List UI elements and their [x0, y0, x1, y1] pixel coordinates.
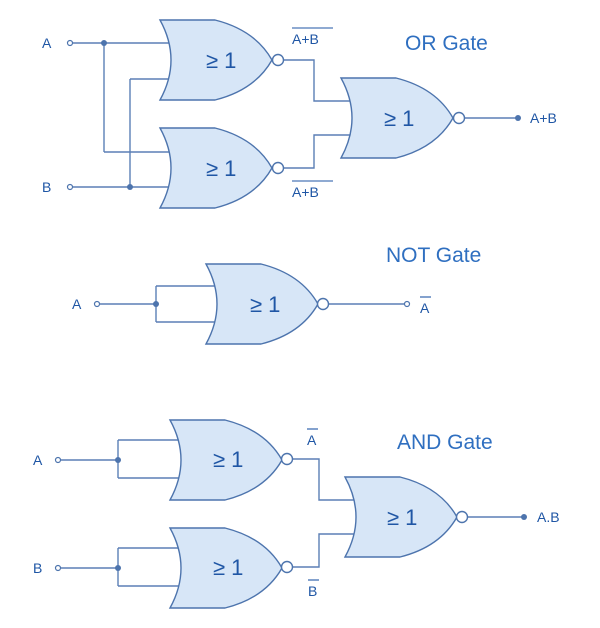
not-junction [153, 301, 159, 307]
and-gate-section: AND Gate A B ≥ 1 A [33, 419, 560, 609]
and-top-gate-symbol: ≥ 1 [213, 447, 243, 472]
and-input-a-terminal [54, 456, 62, 464]
and-input-b-label: B [33, 560, 42, 576]
and-bottom-nor-gate: ≥ 1 [169, 527, 294, 609]
or-bottom-output-label: A+B [292, 184, 319, 200]
not-gate-symbol: ≥ 1 [250, 292, 280, 317]
or-input-b-label: B [42, 179, 51, 195]
or-output-terminal [515, 115, 521, 121]
and-output-gate-symbol: ≥ 1 [387, 505, 417, 530]
not-output-label: A [420, 300, 430, 316]
or-output-label: A+B [530, 110, 557, 126]
or-top-gate-symbol: ≥ 1 [206, 48, 236, 73]
and-gate-title: AND Gate [397, 431, 493, 454]
or-wires [73, 42, 518, 188]
or-input-b-terminal [66, 183, 74, 191]
or-junction-a [101, 40, 107, 46]
and-top-output-label: A [307, 432, 317, 448]
or-junction-b [127, 184, 133, 190]
not-gate-section: NOT Gate A ≥ 1 A [72, 244, 481, 345]
or-output-gate-symbol: ≥ 1 [384, 106, 414, 131]
not-nor-gate: ≥ 1 [205, 263, 330, 345]
or-gate-section: OR Gate A B ≥ 1 A+B [42, 19, 557, 209]
and-bottom-output-label: B [308, 583, 317, 599]
or-input-a-label: A [42, 35, 52, 51]
or-bottom-gate-symbol: ≥ 1 [206, 156, 236, 181]
not-output-terminal [403, 300, 411, 308]
not-gate-title: NOT Gate [386, 244, 481, 267]
or-bottom-nor-gate: ≥ 1 [159, 127, 285, 209]
or-output-nor-gate: ≥ 1 [340, 77, 466, 159]
or-top-nor-gate: ≥ 1 [159, 19, 285, 101]
and-output-nor-gate: ≥ 1 [344, 476, 469, 558]
and-input-a-label: A [33, 452, 43, 468]
and-top-nor-gate: ≥ 1 [169, 419, 294, 501]
not-input-a-terminal [93, 300, 101, 308]
and-junction-a [115, 457, 121, 463]
and-wires [61, 439, 524, 587]
and-output-label: A.B [537, 509, 560, 525]
or-top-output-label: A+B [292, 31, 319, 47]
and-junction-b [115, 565, 121, 571]
and-input-b-terminal [54, 564, 62, 572]
or-input-a-terminal [66, 39, 74, 47]
not-input-a-label: A [72, 296, 82, 312]
and-bottom-gate-symbol: ≥ 1 [213, 555, 243, 580]
or-gate-title: OR Gate [405, 32, 488, 55]
and-output-terminal [521, 514, 527, 520]
